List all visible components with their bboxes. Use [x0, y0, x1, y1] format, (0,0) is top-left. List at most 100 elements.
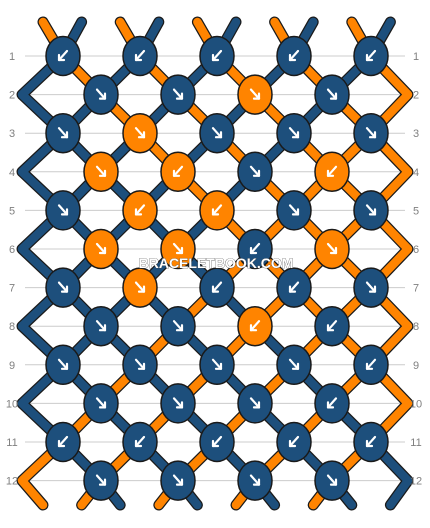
arrow-down-left-icon: [211, 49, 223, 62]
row-label-left: 6: [9, 244, 15, 256]
row-label-left: 5: [9, 205, 15, 217]
row-label-left: 7: [9, 283, 15, 295]
arrow-down-right-icon: [249, 474, 261, 486]
knot: [122, 35, 158, 77]
knot: [237, 460, 273, 501]
arrow-down-right-icon: [172, 88, 184, 100]
top-strand-label: A: [40, 7, 46, 16]
knot: [83, 74, 119, 115]
arrow-down-right-icon: [134, 358, 146, 370]
knot: [83, 228, 119, 270]
row-label-right: 7: [413, 283, 419, 295]
arrow-down-left-icon: [288, 435, 300, 448]
arrow-down-right-icon: [95, 474, 107, 486]
row-label-left: 10: [6, 398, 18, 410]
knot: [314, 151, 350, 193]
arrow-down-right-icon: [326, 242, 338, 255]
row-label-left: 3: [9, 128, 15, 140]
row-label-right: 5: [413, 205, 419, 217]
arrow-down-left-icon: [365, 435, 377, 448]
arrow-down-right-icon: [57, 281, 69, 293]
arrow-down-right-icon: [211, 358, 223, 370]
knot: [199, 421, 235, 463]
knot: [237, 74, 273, 115]
bottom-strand-label: B: [233, 512, 239, 521]
knot: [353, 344, 389, 386]
knot: [160, 228, 196, 270]
knot: [45, 112, 81, 154]
top-strand-label: A: [195, 7, 201, 16]
top-strand-label: B: [233, 7, 239, 16]
row-label-right: 10: [410, 398, 422, 410]
knot: [160, 383, 196, 424]
arrow-down-left-icon: [57, 49, 69, 62]
knot: [160, 74, 196, 115]
knot: [314, 228, 350, 270]
row-label-right: 3: [413, 128, 419, 140]
top-strand-label: B: [79, 7, 85, 16]
arrow-down-right-icon: [249, 165, 261, 177]
row-label-right: 2: [413, 90, 419, 102]
knot: [237, 305, 273, 347]
knot: [199, 190, 235, 231]
arrow-down-right-icon: [172, 397, 184, 409]
top-strand-label: A: [117, 7, 123, 16]
top-strand-label: B: [388, 7, 394, 16]
bottom-strand-label: B: [79, 512, 85, 521]
arrow-down-right-icon: [95, 397, 107, 409]
knot: [314, 383, 350, 424]
bottom-strand-label: B: [117, 512, 123, 521]
knot: [199, 35, 235, 77]
row-label-left: 4: [9, 167, 15, 179]
knot: [199, 267, 235, 308]
knot: [45, 267, 81, 308]
knot: [276, 267, 312, 308]
arrow-down-left-icon: [211, 281, 223, 293]
knot-grid: [45, 35, 389, 501]
arrow-down-right-icon: [365, 204, 377, 216]
knot: [276, 190, 312, 231]
arrow-down-right-icon: [249, 397, 261, 409]
knot: [83, 151, 119, 193]
row-label-left: 9: [9, 360, 15, 372]
knot: [83, 383, 119, 424]
arrow-down-right-icon: [172, 320, 184, 332]
arrow-down-left-icon: [249, 242, 261, 255]
arrow-down-left-icon: [326, 320, 338, 332]
row-label-right: 4: [413, 167, 419, 179]
knot: [314, 305, 350, 347]
knot: [353, 267, 389, 308]
arrow-down-right-icon: [57, 204, 69, 216]
top-strand-label: B: [156, 7, 162, 16]
bottom-strand-label: B: [349, 512, 355, 521]
knot: [122, 421, 158, 463]
knot: [237, 151, 273, 193]
row-label-right: 8: [413, 321, 419, 333]
arrow-down-right-icon: [95, 320, 107, 332]
knot: [276, 344, 312, 386]
bottom-strand-label: A: [388, 512, 394, 521]
knot: [353, 112, 389, 154]
arrow-down-right-icon: [95, 165, 107, 177]
row-label-right: 1: [413, 51, 419, 63]
arrow-down-left-icon: [57, 435, 69, 448]
knot: [237, 383, 273, 424]
arrow-down-left-icon: [134, 49, 146, 62]
arrow-down-right-icon: [134, 127, 146, 139]
knot: [122, 190, 158, 231]
knot: [45, 421, 81, 463]
arrow-down-right-icon: [365, 281, 377, 293]
row-label-right: 12: [410, 476, 422, 488]
knot: [83, 460, 119, 501]
bottom-strand-label: A: [272, 512, 278, 521]
knot: [353, 35, 389, 77]
arrow-down-right-icon: [95, 242, 107, 255]
row-label-right: 6: [413, 244, 419, 256]
top-strand-label: A: [349, 7, 355, 16]
knot: [45, 344, 81, 386]
knot: [160, 460, 196, 501]
